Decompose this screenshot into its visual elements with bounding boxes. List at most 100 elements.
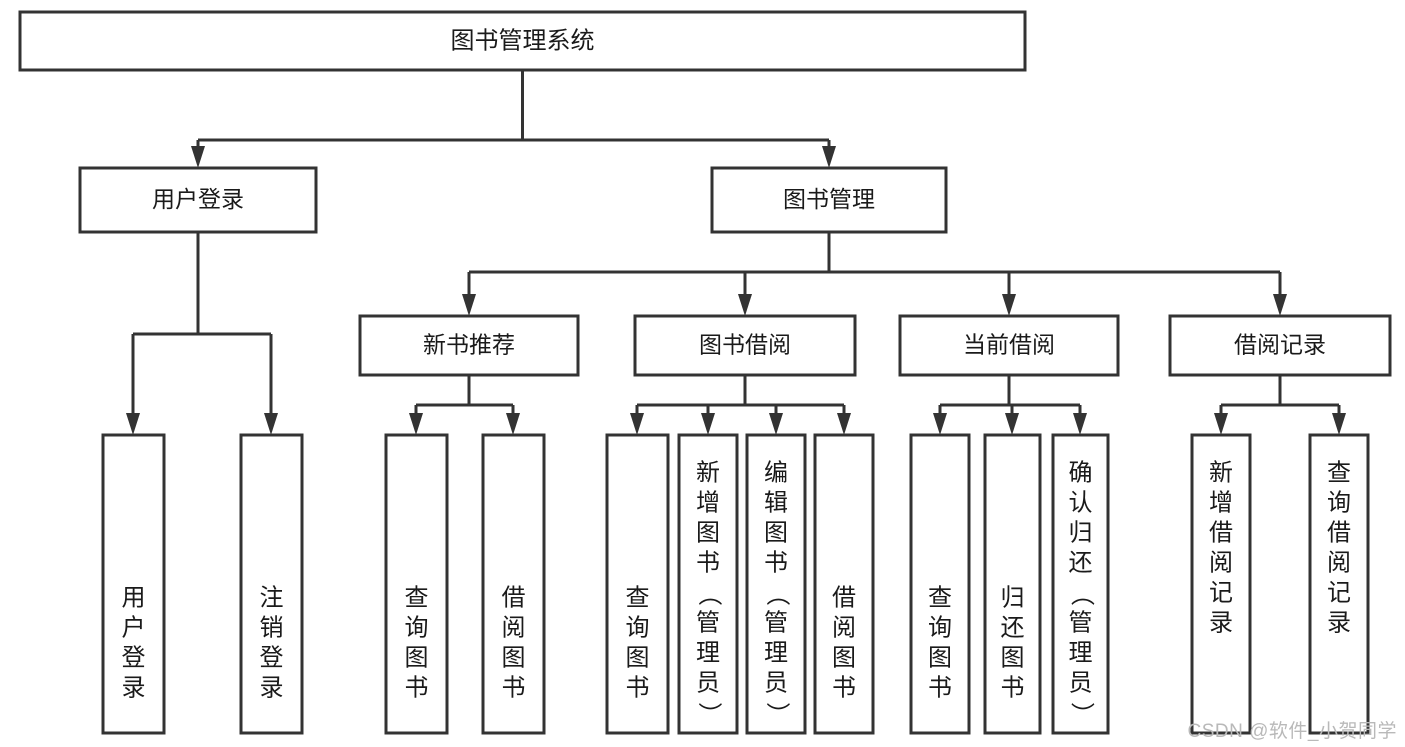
svg-text:）: ） <box>1068 702 1095 726</box>
svg-text:询: 询 <box>405 614 429 641</box>
arrow-head-icon <box>630 413 644 435</box>
svg-text:书: 书 <box>764 549 788 576</box>
node-leaf-user-login-label: 用户登录 <box>122 584 146 701</box>
arrow-head-icon <box>837 413 851 435</box>
svg-text:户: 户 <box>122 614 146 641</box>
svg-text:管: 管 <box>696 609 720 636</box>
svg-text:图: 图 <box>832 644 856 671</box>
svg-text:书: 书 <box>1001 674 1025 701</box>
svg-text:书: 书 <box>696 549 720 576</box>
root-node-box[interactable] <box>18 10 1027 72</box>
watermark-text: CSDN @软件_小贺同学 <box>1187 721 1397 742</box>
node-leaf-add-record-box[interactable] <box>1190 433 1252 735</box>
svg-text:录: 录 <box>1209 609 1233 636</box>
arrow-head-icon <box>506 413 520 435</box>
node-leaf-query-book-3-box[interactable] <box>909 433 971 735</box>
node-book-borrow-label: 图书借阅 <box>699 332 791 358</box>
svg-text:查: 查 <box>626 584 650 611</box>
svg-text:增: 增 <box>696 489 720 516</box>
node-new-book-recommend-label: 新书推荐 <box>423 332 515 358</box>
svg-text:还: 还 <box>1001 614 1025 641</box>
node-leaf-edit-book-box[interactable] <box>745 433 807 735</box>
svg-text:查: 查 <box>928 584 952 611</box>
svg-text:询: 询 <box>928 614 952 641</box>
svg-text:查: 查 <box>405 584 429 611</box>
arrow-head-icon <box>1002 294 1016 316</box>
svg-text:图: 图 <box>502 644 526 671</box>
edge-root-to-level2 <box>196 70 831 148</box>
svg-text:书: 书 <box>928 674 952 701</box>
node-book-manage-box[interactable] <box>710 166 948 234</box>
arrow-head-icon <box>126 413 140 435</box>
edge-recommend-to-leaves <box>414 375 515 415</box>
node-current-borrow-label: 当前借阅 <box>963 332 1055 358</box>
node-leaf-query-record-box[interactable] <box>1308 433 1370 735</box>
arrow-head-icon <box>191 146 205 168</box>
svg-text:阅: 阅 <box>502 614 526 641</box>
svg-text:（: （ <box>696 582 723 606</box>
svg-text:图: 图 <box>405 644 429 671</box>
node-leaf-query-book-2-box[interactable] <box>605 433 670 735</box>
node-leaf-confirm-return-box[interactable] <box>1051 433 1110 735</box>
node-current-borrow-box[interactable] <box>898 314 1120 377</box>
svg-text:图: 图 <box>626 644 650 671</box>
svg-text:录: 录 <box>122 674 146 701</box>
node-leaf-borrow-book-2-box[interactable] <box>813 433 875 735</box>
node-layer: 图书管理系统用户登录图书管理新书推荐图书借阅当前借阅借阅记录用户登录注销登录查询… <box>18 10 1392 735</box>
node-new-book-recommend-box[interactable] <box>358 314 580 377</box>
arrow-head-icon <box>1214 413 1228 435</box>
svg-text:增: 增 <box>1209 489 1233 516</box>
edge-user-login-to-leaves <box>131 232 273 415</box>
node-borrow-record-box[interactable] <box>1168 314 1392 377</box>
svg-text:员: 员 <box>1069 669 1093 696</box>
svg-text:理: 理 <box>764 639 788 666</box>
svg-text:阅: 阅 <box>1327 549 1351 576</box>
svg-text:理: 理 <box>696 639 720 666</box>
node-leaf-add-book-box[interactable] <box>677 433 739 735</box>
svg-text:管: 管 <box>1069 609 1093 636</box>
svg-text:管: 管 <box>764 609 788 636</box>
node-leaf-return-book-box[interactable] <box>983 433 1042 735</box>
node-book-borrow-box[interactable] <box>633 314 857 377</box>
edge-borrow-record-to-leaves <box>1219 375 1341 415</box>
node-user-login-box[interactable] <box>78 166 318 234</box>
svg-text:借: 借 <box>832 584 856 611</box>
node-leaf-user-logout-box[interactable] <box>239 433 304 735</box>
svg-text:）: ） <box>764 702 791 726</box>
svg-text:登: 登 <box>122 644 146 671</box>
svg-text:询: 询 <box>1327 489 1351 516</box>
svg-text:阅: 阅 <box>832 614 856 641</box>
svg-text:新: 新 <box>1209 459 1233 486</box>
svg-text:借: 借 <box>1327 519 1351 546</box>
arrow-head-icon <box>1332 413 1346 435</box>
node-leaf-borrow-book-1-box[interactable] <box>481 433 546 735</box>
svg-text:借: 借 <box>502 584 526 611</box>
svg-text:图: 图 <box>764 519 788 546</box>
node-book-manage-label: 图书管理 <box>783 186 875 212</box>
svg-text:归: 归 <box>1069 519 1093 546</box>
arrow-head-icon <box>769 413 783 435</box>
svg-text:还: 还 <box>1069 549 1093 576</box>
svg-text:查: 查 <box>1327 459 1351 486</box>
node-borrow-record-label: 借阅记录 <box>1234 332 1326 358</box>
node-leaf-user-login-box[interactable] <box>101 433 166 735</box>
arrow-head-icon <box>1005 413 1019 435</box>
svg-text:录: 录 <box>260 674 284 701</box>
svg-text:记: 记 <box>1327 579 1351 606</box>
arrow-head-icon <box>1073 413 1087 435</box>
svg-text:阅: 阅 <box>1209 549 1233 576</box>
node-leaf-query-book-1-box[interactable] <box>384 433 449 735</box>
svg-text:员: 员 <box>764 669 788 696</box>
svg-text:记: 记 <box>1209 579 1233 606</box>
arrow-head-icon <box>701 413 715 435</box>
edge-book-manage-to-level3 <box>467 232 1282 296</box>
connector-layer <box>126 70 1346 435</box>
svg-text:借: 借 <box>1209 519 1233 546</box>
